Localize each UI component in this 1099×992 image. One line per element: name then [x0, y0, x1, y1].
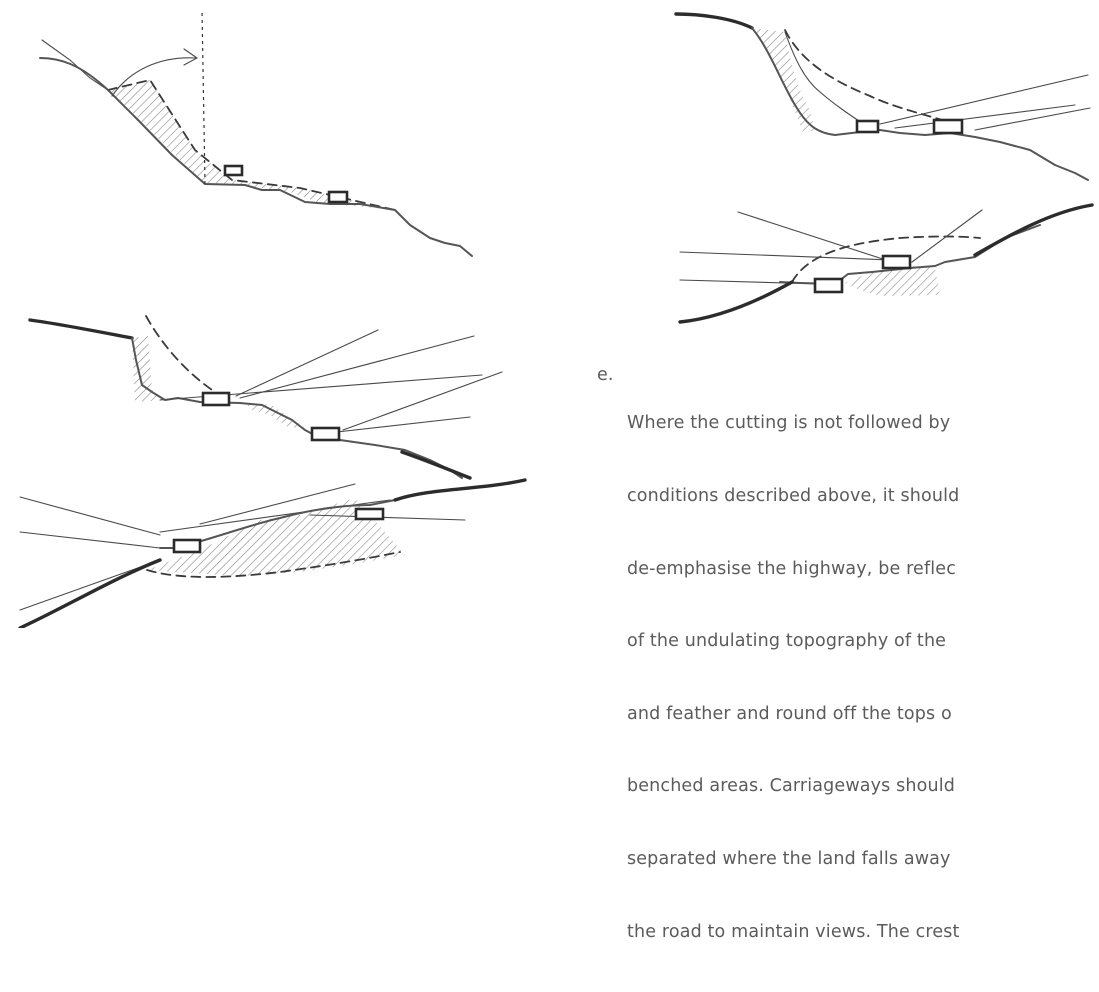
vehicle — [356, 509, 383, 519]
vehicle — [174, 540, 200, 552]
list-item-e: e. Where the cutting is not followed by … — [597, 363, 1099, 992]
paragraph: Where the cutting is not followed by con… — [627, 363, 1099, 992]
text-line: benched areas. Carriageways should — [627, 774, 1099, 798]
list-marker: e. — [597, 363, 627, 992]
sketch-separated-carriageways-right — [680, 205, 1092, 322]
text-line: Where the cutting is not followed by — [627, 411, 1099, 435]
guidance-text: e. Where the cutting is not followed by … — [597, 363, 1099, 992]
vehicle — [883, 256, 910, 268]
text-line: of the undulating topography of the — [627, 629, 1099, 653]
vehicle — [857, 121, 878, 132]
text-line: de-emphasise the highway, be reflec — [627, 557, 1099, 581]
vehicle — [329, 192, 347, 202]
text-line: the road to maintain views. The crest — [627, 920, 1099, 944]
sketch-angled-cutting — [40, 10, 472, 256]
text-line: separated where the land falls away — [627, 847, 1099, 871]
sketch-stepped-cutting — [30, 316, 502, 478]
text-line: and feather and round off the tops o — [627, 702, 1099, 726]
sketch-separated-carriageways-left — [20, 480, 525, 628]
sketch-curved-cutting — [676, 14, 1090, 180]
vehicle — [225, 166, 242, 175]
text-line: conditions described above, it should — [627, 484, 1099, 508]
vehicle — [934, 120, 962, 133]
vehicle — [203, 393, 229, 405]
vehicle — [815, 279, 842, 292]
vehicle — [312, 428, 339, 440]
